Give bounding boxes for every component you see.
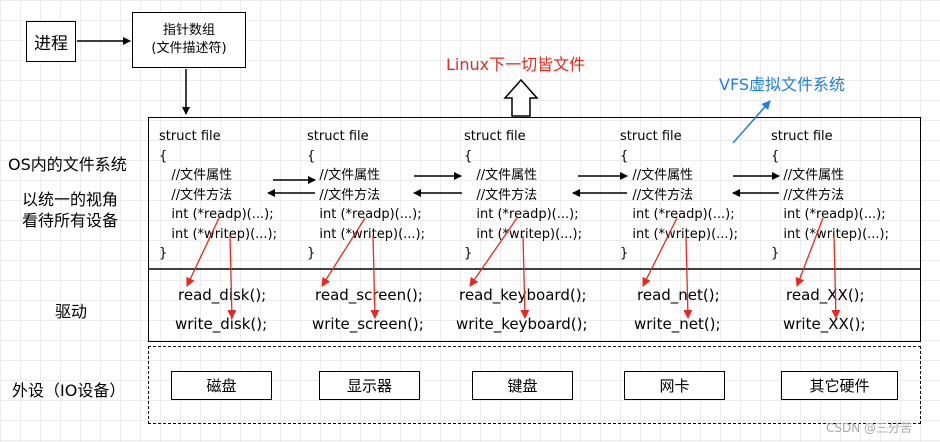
driver-read-keyboard: read_keyboard(); (459, 286, 587, 304)
struct-open-brace: { (620, 148, 629, 164)
unified-view-line-2: 看待所有设备 (22, 211, 119, 230)
struct-readp: int (*readp)(...); (171, 207, 274, 222)
struct-attr: //文件属性 (632, 168, 694, 183)
struct-close-brace: } (307, 246, 316, 261)
struct-close-brace: } (771, 246, 780, 261)
struct-writep: int (*writep)(...); (783, 226, 889, 242)
vfs-caption: VFS虚拟文件系统 (719, 75, 846, 94)
struct-writep: int (*writep)(...); (632, 226, 738, 242)
struct-attr: //文件属性 (476, 168, 538, 183)
device-display: 显示器 (319, 371, 420, 400)
device-other-label: 其它硬件 (809, 377, 870, 395)
vfs-driver-container (148, 117, 921, 342)
readp-arrow-1 (186, 217, 220, 287)
struct-open-brace: { (771, 148, 780, 164)
struct-attr: //文件属性 (319, 168, 381, 183)
driver-read-screen: read_screen(); (315, 286, 423, 304)
struct-readp: int (*readp)(...); (319, 207, 422, 222)
driver-write-net: write_net(); (634, 315, 721, 333)
driver-write-screen: write_screen(); (312, 315, 424, 333)
driver-write-disk: write_disk(); (175, 315, 268, 333)
writep-arrow-4 (683, 235, 693, 319)
process-box: 进程 (26, 21, 76, 62)
struct-close-brace: } (620, 246, 629, 261)
struct-file-4: struct file { //文件属性 //文件方法 int (*readp)… (620, 127, 738, 264)
device-nic-label: 网卡 (659, 377, 690, 395)
struct-open-brace: { (307, 148, 316, 164)
struct-header: struct file (159, 129, 221, 144)
struct-readp: int (*readp)(...); (783, 207, 886, 222)
readp-arrow-4 (642, 217, 678, 287)
readp-arrow-3 (469, 217, 518, 287)
driver-read-net: read_net(); (637, 286, 720, 304)
struct-method: //文件方法 (632, 187, 694, 203)
struct-attr: //文件属性 (783, 168, 845, 183)
device-other: 其它硬件 (781, 371, 898, 400)
driver-label: 驱动 (55, 302, 88, 321)
struct-method: //文件方法 (783, 187, 845, 203)
process-label: 进程 (34, 34, 68, 54)
struct-attr: //文件属性 (171, 168, 233, 183)
fd-label: (文件描述符) (151, 41, 227, 56)
struct-writep: int (*writep)(...); (476, 226, 582, 242)
struct-file-5: struct file { //文件属性 //文件方法 int (*readp)… (771, 127, 889, 264)
driver-read-xx: read_XX(); (786, 286, 865, 304)
struct-method: //文件方法 (319, 187, 381, 203)
pointer-array-label: 指针数组 (162, 23, 215, 38)
linux-caption: Linux下一切皆文件 (446, 55, 586, 74)
struct-method: //文件方法 (171, 187, 233, 203)
driver-read-disk: read_disk(); (178, 286, 267, 304)
hollow-up-arrow (503, 78, 539, 117)
struct-header: struct file (771, 129, 833, 144)
device-disk-label: 磁盘 (206, 377, 237, 395)
struct-file-3: struct file { //文件属性 //文件方法 int (*readp)… (464, 127, 582, 264)
vfs-pointer-arrow (732, 100, 771, 144)
writep-arrow-2 (370, 235, 380, 319)
struct-header: struct file (307, 129, 369, 144)
device-display-label: 显示器 (346, 377, 392, 395)
struct-file-1: struct file { //文件属性 //文件方法 int (*readp)… (159, 127, 277, 264)
device-keyboard: 键盘 (472, 371, 573, 400)
writep-arrow-5 (831, 235, 841, 319)
device-keyboard-label: 键盘 (507, 377, 538, 395)
writep-arrow-1 (227, 235, 237, 319)
struct-close-brace: } (464, 246, 473, 261)
unified-view-line-1: 以统一的视角 (22, 190, 119, 209)
driver-write-keyboard: write_keyboard(); (456, 315, 588, 333)
struct-header: struct file (464, 129, 526, 144)
peripheral-container (148, 346, 921, 424)
device-nic: 网卡 (624, 371, 725, 400)
watermark: CSDN @三分苦 (826, 421, 913, 435)
struct-readp: int (*readp)(...); (632, 207, 735, 222)
struct-writep: int (*writep)(...); (319, 226, 425, 242)
struct-readp: int (*readp)(...); (476, 207, 579, 222)
driver-write-xx: write_XX(); (783, 315, 866, 333)
struct-file-2: struct file { //文件属性 //文件方法 int (*readp)… (307, 127, 425, 264)
writep-arrow-3 (520, 235, 530, 319)
readp-arrow-5 (795, 217, 824, 287)
struct-header: struct file (620, 129, 682, 144)
struct-open-brace: { (159, 148, 168, 164)
readp-arrow-2 (321, 217, 366, 287)
os-filesystem-label: OS内的文件系统 (8, 155, 127, 174)
device-disk: 磁盘 (171, 371, 272, 400)
peripheral-label: 外设（IO设备） (12, 381, 126, 400)
struct-method: //文件方法 (476, 187, 538, 203)
struct-close-brace: } (159, 246, 168, 261)
struct-open-brace: { (464, 148, 473, 164)
pointer-array-box: 指针数组 (文件描述符) (132, 12, 246, 68)
